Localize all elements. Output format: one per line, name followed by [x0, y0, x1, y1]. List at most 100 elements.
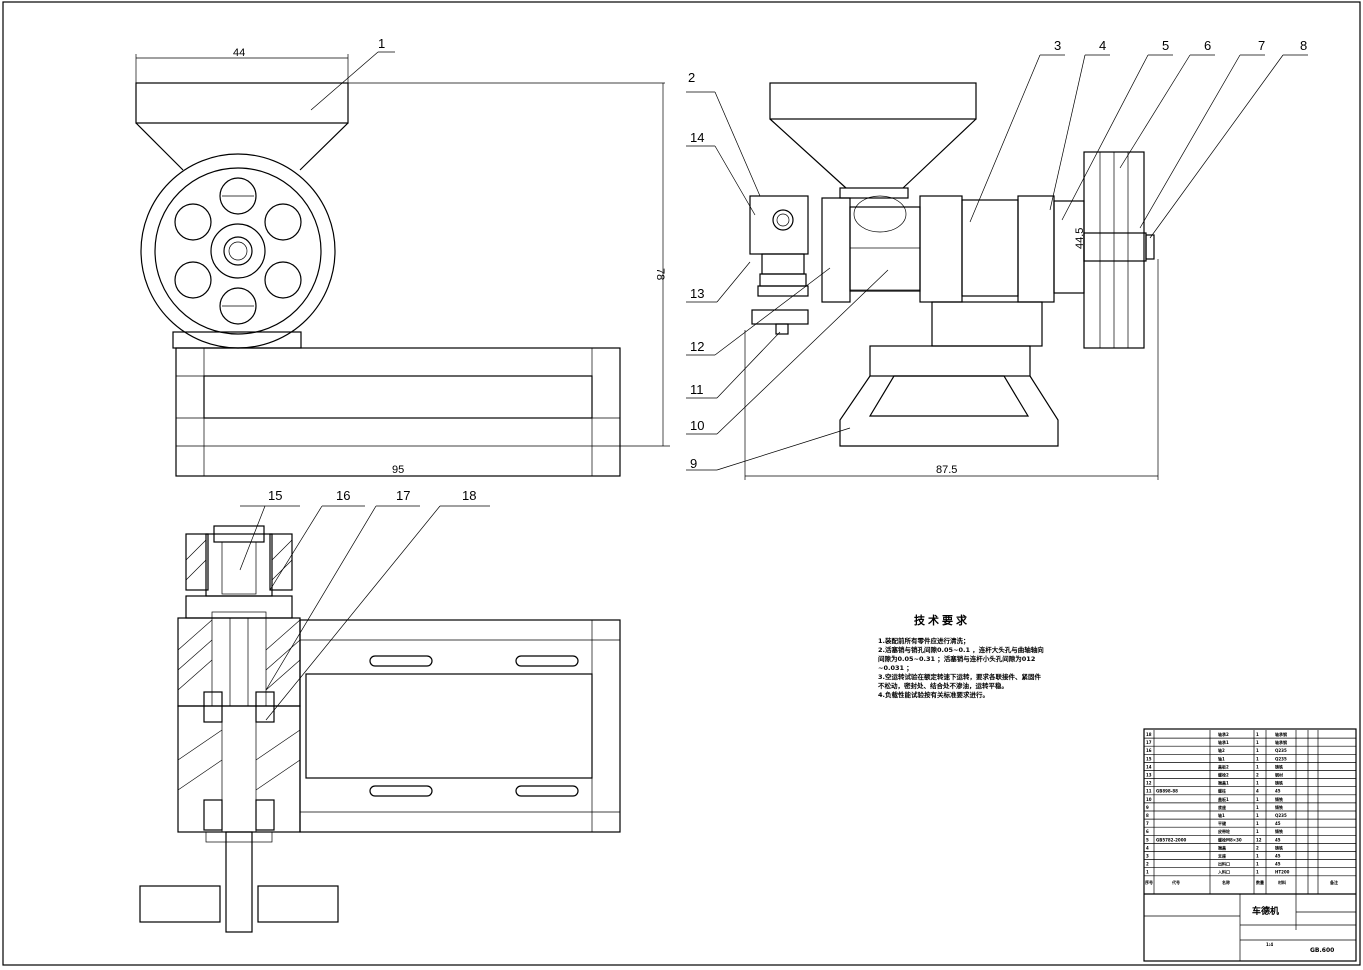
bom-cell: HT200 — [1275, 870, 1290, 875]
bom-cell: 2 — [1256, 845, 1259, 850]
bom-cell: 12 — [1146, 781, 1152, 786]
front-view: 44 78 95 1 — [135, 36, 670, 477]
tech-line-5: 3.空运转试验在额定转速下运转，要求各联接件、紧固件 — [878, 673, 1041, 681]
product-name: 车德机 — [1252, 905, 1279, 917]
bom-cell: 铸铁 — [1275, 796, 1283, 802]
bom-cell: 端盖1 — [1218, 780, 1229, 786]
bom-cell: 2 — [1256, 773, 1259, 778]
bom-cell: 轴承1 — [1218, 739, 1229, 745]
bom-cell: 7 — [1146, 821, 1149, 826]
bom-cell: 45 — [1275, 789, 1281, 794]
bom-cell: 11 — [1146, 789, 1152, 794]
label-14: 14 — [690, 130, 704, 145]
bom-cell: Q235 — [1275, 813, 1287, 818]
bom-cell: 1 — [1256, 764, 1259, 769]
label-16: 16 — [336, 488, 350, 503]
label-10: 10 — [690, 418, 704, 433]
bom-cell: 1 — [1256, 748, 1259, 753]
bom-cell: 45 — [1275, 821, 1281, 826]
bom-header-cell: 备注 — [1329, 879, 1338, 885]
bom-cell: 平键 — [1218, 820, 1226, 826]
bom-header-cell: 材料 — [1277, 879, 1286, 885]
bom-cell: 5 — [1146, 837, 1149, 842]
bom-cell: 轴1 — [1218, 755, 1225, 761]
dim-right-length: 87.5 — [936, 464, 957, 476]
bom-cell: 4 — [1146, 845, 1149, 850]
bom-cell: 1 — [1256, 805, 1259, 810]
section-view: 15 16 17 18 — [139, 488, 621, 933]
label-2: 2 — [688, 70, 695, 85]
bom-cell: 13 — [1146, 773, 1152, 778]
label-7: 7 — [1258, 38, 1265, 53]
bom-cell: 铸铁 — [1275, 844, 1283, 850]
bom-header-cell: 代号 — [1171, 879, 1180, 885]
label-5: 5 — [1162, 38, 1169, 53]
bom-cell: 1 — [1256, 797, 1259, 802]
bom-cell: 10 — [1146, 797, 1152, 802]
bom-cell: 1 — [1256, 813, 1259, 818]
label-1: 1 — [378, 36, 385, 51]
bom-cell: 铸铁 — [1275, 780, 1283, 786]
drawing-scale: 1:4 — [1266, 942, 1273, 947]
bom-cell: GB5782-2000 — [1156, 837, 1186, 842]
bom-cell: 轴承钢 — [1275, 739, 1287, 745]
tech-line-4: ~0.031 ； — [878, 664, 913, 672]
bom-cell: 1 — [1256, 732, 1259, 737]
dim-height: 78 — [654, 268, 666, 280]
label-3: 3 — [1054, 38, 1061, 53]
label-12: 12 — [690, 339, 704, 354]
bom-cell: 钢材 — [1275, 772, 1283, 778]
tech-line-3: 间隙为0.05~0.31 ；活塞销与连杆小头孔间隙为012 — [878, 655, 1036, 663]
dim-base-length: 95 — [392, 464, 404, 476]
side-view: 44.5 87.5 — [686, 38, 1308, 480]
bom-cell: 1 — [1256, 740, 1259, 745]
dim-shaft-dia: 44.5 — [1074, 228, 1086, 249]
bom-cell: 9 — [1146, 805, 1149, 810]
label-13: 13 — [690, 286, 704, 301]
bom-cell: 轴2 — [1218, 747, 1225, 753]
bom-cell: 螺栓M8×30 — [1218, 836, 1242, 842]
label-11: 11 — [690, 382, 704, 397]
label-17: 17 — [396, 488, 410, 503]
bom-header-cell: 序号 — [1144, 879, 1153, 885]
bom-cell: 8 — [1146, 813, 1149, 818]
bom-cell: 45 — [1275, 837, 1281, 842]
bom-cell: 15 — [1146, 756, 1152, 761]
bom-cell: 12 — [1256, 837, 1262, 842]
bom-cell: 45 — [1275, 854, 1281, 859]
label-8: 8 — [1300, 38, 1307, 53]
tech-line-2: 2.活塞销与销孔间隙0.05~0.1 ，连杆大头孔与曲轴轴向 — [878, 646, 1044, 654]
bom-cell: 盖板2 — [1218, 763, 1229, 769]
bom-cell: 轴承2 — [1218, 731, 1229, 737]
bom-cell: Q235 — [1275, 748, 1287, 753]
dim-hopper-width: 44 — [233, 47, 245, 59]
bom-cell: 1 — [1256, 862, 1259, 867]
bom-cell: 底座 — [1217, 804, 1226, 810]
bom-cell: 1 — [1256, 821, 1259, 826]
bom-cell: GB898-88 — [1156, 789, 1178, 794]
bom-cell: 铸铁 — [1275, 804, 1283, 810]
bom-cell: 螺栓2 — [1218, 772, 1229, 778]
tech-title: 技术要求 — [914, 614, 970, 627]
bom-cell: 铸铁 — [1275, 763, 1283, 769]
bom-cell: 1 — [1256, 781, 1259, 786]
bom-cell: 出料口 — [1218, 861, 1230, 867]
label-15: 15 — [268, 488, 282, 503]
technical-requirements: 技术要求 1.装配前所有零件应进行清洗； 2.活塞销与销孔间隙0.05~0.1 … — [878, 612, 1138, 700]
tech-line-1: 1.装配前所有零件应进行清洗； — [878, 637, 970, 645]
bom-cell: 1 — [1146, 870, 1149, 875]
bom-cell: 1 — [1256, 829, 1259, 834]
bom-cell: 盖板1 — [1218, 796, 1229, 802]
label-9: 9 — [690, 456, 697, 471]
bom-cell: 4 — [1256, 789, 1259, 794]
bom-cell: 17 — [1146, 740, 1152, 745]
label-18: 18 — [462, 488, 476, 503]
bom-cell: 1 — [1256, 870, 1259, 875]
bom-cell: 铸铁 — [1275, 828, 1283, 834]
bom-cell: Q235 — [1275, 756, 1287, 761]
bom-cell: 1 — [1256, 756, 1259, 761]
bom-cell: 45 — [1275, 862, 1281, 867]
bom-header-cell: 数量 — [1255, 879, 1264, 885]
